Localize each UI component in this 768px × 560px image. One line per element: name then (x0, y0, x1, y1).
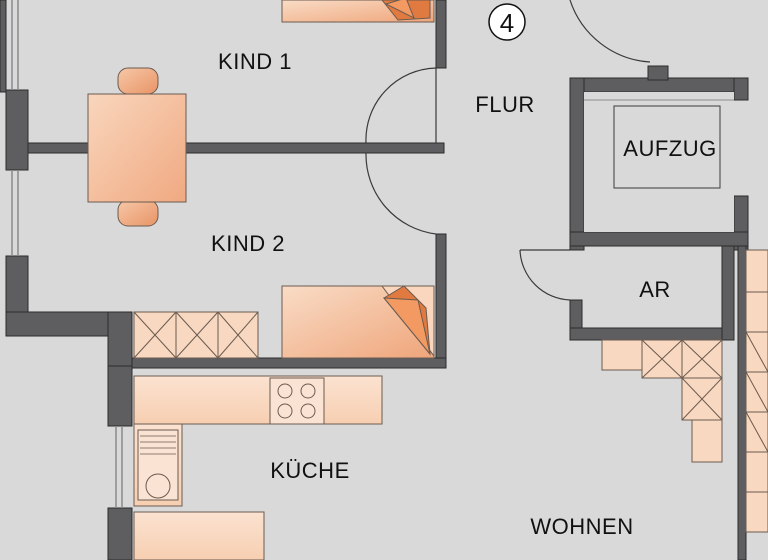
partition-kind1-kind2 (27, 142, 445, 154)
elevator-top-cap (647, 65, 669, 81)
room-label-aufzug: AUFZUG (623, 136, 716, 161)
room-label-wohnen: WOHNEN (530, 514, 633, 539)
elevator-cabin (584, 92, 734, 232)
exterior-wall-kitchen-2 (107, 507, 133, 560)
room-label-ar: AR (639, 277, 671, 302)
corridor-wall-upper (435, 0, 447, 69)
elevator-wall-right (733, 77, 749, 101)
stair-wall (737, 245, 747, 560)
door-swing-kind1 (365, 67, 437, 144)
corridor-wall-lower (435, 233, 447, 369)
ar-wall-right (721, 245, 735, 341)
kitchen-counter-top (133, 375, 383, 425)
chair-bottom (117, 199, 159, 227)
bed-kind1 (281, 0, 435, 23)
wall-above-kitchen (131, 357, 447, 369)
stove (269, 377, 325, 425)
wardrobe-kind2 (133, 311, 259, 359)
left-windows (11, 0, 123, 508)
elevator-wall-bottom (569, 231, 749, 247)
room-label-kind1: KIND 1 (218, 49, 292, 74)
ar-wall-bottom (569, 327, 731, 341)
stairs (745, 249, 768, 533)
elevator-wall-left (569, 77, 585, 251)
door-swing-kind2 (365, 152, 437, 235)
chair-top (117, 67, 159, 95)
wall-step-vertical (107, 311, 133, 377)
room-label-flur: FLUR (475, 92, 534, 117)
unit-number-badge: 4 (488, 3, 526, 41)
room-label-kind2: KIND 2 (211, 231, 285, 256)
exterior-wall-left-top (0, 0, 7, 93)
desk-with-chairs (87, 67, 187, 227)
desk (87, 93, 187, 203)
exterior-wall-pier-1 (5, 89, 29, 171)
door-swing-top-right (569, 0, 651, 63)
walls (0, 0, 749, 560)
kitchen-counter-left (133, 423, 265, 560)
exterior-wall-kitchen-1 (107, 365, 133, 427)
door-swing-ar (519, 249, 571, 301)
shelving-right (601, 339, 723, 463)
unit-number: 4 (500, 8, 514, 38)
room-label-kueche: KÜCHE (270, 458, 350, 483)
doors (365, 0, 651, 301)
bed-kind2 (281, 285, 435, 359)
